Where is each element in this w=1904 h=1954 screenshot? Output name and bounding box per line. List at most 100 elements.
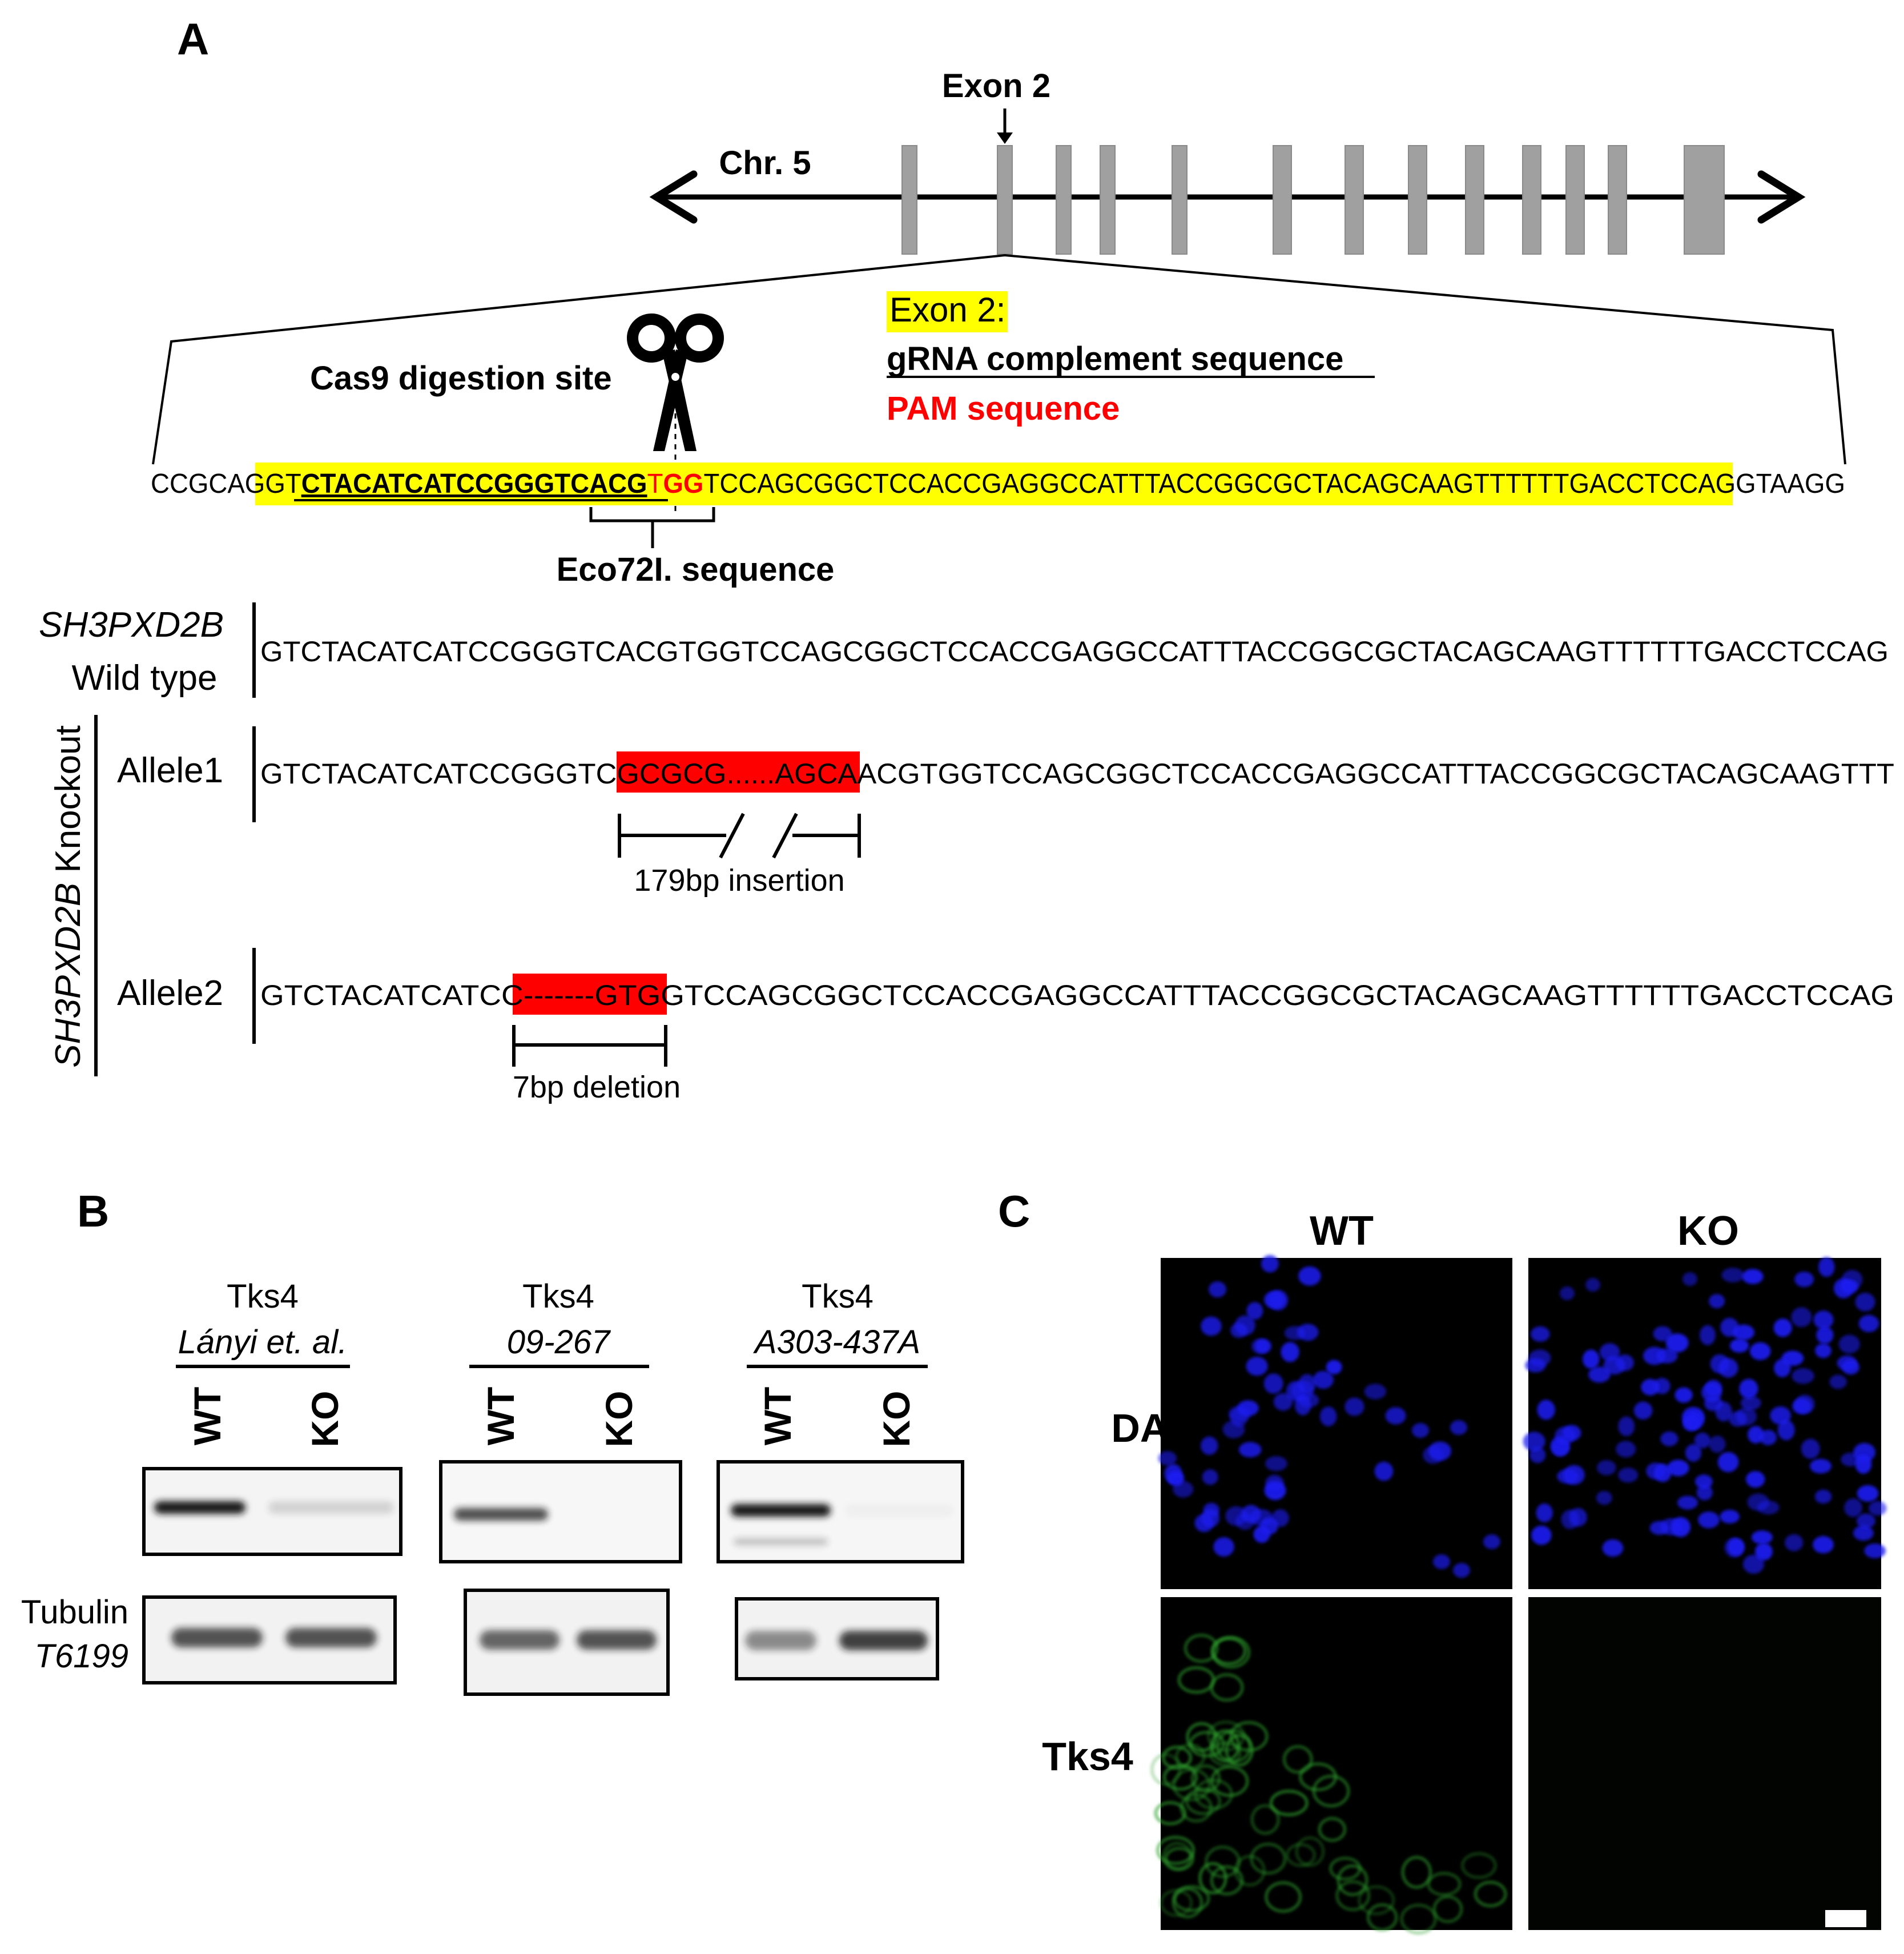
column-label-wt: WT bbox=[1310, 1208, 1374, 1254]
nucleus bbox=[1842, 1360, 1859, 1375]
nucleus bbox=[1326, 1360, 1342, 1374]
nucleus bbox=[1241, 1505, 1261, 1523]
cell-outline bbox=[1154, 1801, 1186, 1825]
nucleus bbox=[1263, 1373, 1283, 1394]
genomic-sequence: CCGCAGGTCTACATCATCCGGGTCACGTGGTCCAGCGGCT… bbox=[151, 469, 1845, 499]
western-blot-bands bbox=[154, 1501, 953, 1650]
blot2-tks4-band-wt bbox=[454, 1508, 548, 1521]
panel-b: B Tks4 Lányi et. al. WT KO Tks4 09-267 W… bbox=[21, 1186, 964, 1696]
nucleus bbox=[1202, 1469, 1218, 1485]
insertion-scale-bar bbox=[618, 813, 861, 859]
nucleus bbox=[1742, 1269, 1764, 1284]
nucleus bbox=[1810, 1458, 1831, 1474]
nucleus bbox=[1528, 1349, 1551, 1366]
cell-outline bbox=[1198, 1862, 1227, 1894]
nucleus bbox=[1209, 1281, 1226, 1298]
nucleus bbox=[1694, 1432, 1711, 1449]
knockout-gene: SH3PXD2B bbox=[49, 883, 88, 1068]
nucleus bbox=[1654, 1464, 1672, 1482]
nucleus bbox=[1701, 1383, 1722, 1402]
chromosome-arrow-right bbox=[1757, 170, 1806, 224]
exon-1 bbox=[901, 145, 917, 255]
nucleus bbox=[1264, 1291, 1284, 1309]
tubulin-label: Tubulin bbox=[21, 1594, 128, 1631]
exon2-highlight-bar bbox=[255, 463, 1733, 505]
nucleus bbox=[1855, 1454, 1872, 1474]
nucleus bbox=[1855, 1293, 1875, 1312]
nucleus bbox=[1815, 1343, 1831, 1358]
nucleus bbox=[1677, 1495, 1698, 1510]
nucleus bbox=[1785, 1534, 1804, 1551]
allele2-seq-post: GTGGTCCAGCGGCTCCACCGAGGCCATTTACCGGCGCTAC… bbox=[594, 979, 1894, 1011]
cell-outline bbox=[1283, 1745, 1313, 1774]
nucleus bbox=[1747, 1493, 1769, 1511]
nucleus bbox=[1813, 1310, 1834, 1329]
blot1-title: Tks4 bbox=[227, 1278, 299, 1315]
nucleus bbox=[1696, 1484, 1713, 1501]
cell-outline bbox=[1461, 1852, 1497, 1879]
nucleus bbox=[1200, 1436, 1218, 1455]
cell-outline bbox=[1427, 1872, 1461, 1896]
zoom-expansion-lines bbox=[152, 254, 1846, 465]
nucleus bbox=[1428, 1441, 1452, 1461]
blot1-antibody: Lányi et. al. bbox=[178, 1324, 348, 1361]
blot1-tubulin-band-wt bbox=[171, 1628, 263, 1647]
deletion-scale-bar bbox=[512, 1025, 667, 1067]
nucleus bbox=[1773, 1318, 1792, 1337]
nucleus bbox=[1801, 1438, 1820, 1459]
legend-exon2: Exon 2: bbox=[889, 291, 1005, 329]
cell-outline bbox=[1402, 1856, 1432, 1888]
nucleus bbox=[1585, 1278, 1600, 1292]
blot3-tks4-band-wt bbox=[731, 1504, 831, 1517]
nucleus bbox=[1853, 1525, 1874, 1541]
cell-outline bbox=[1191, 1764, 1221, 1792]
panel-a-label: A bbox=[177, 14, 209, 64]
blot2-tubulin-band-wt bbox=[480, 1630, 559, 1650]
panel-b-label: B bbox=[77, 1186, 109, 1236]
genomic-seq-pre: CCGCAG bbox=[151, 469, 265, 499]
blot3-title: Tks4 bbox=[802, 1278, 873, 1315]
nucleus bbox=[1700, 1325, 1716, 1345]
blot3-secondary-band-wt bbox=[734, 1538, 828, 1545]
nucleus bbox=[1588, 1366, 1611, 1383]
insertion-label: 179bp insertion bbox=[634, 863, 844, 898]
nucleus bbox=[1653, 1326, 1672, 1341]
cell-outline bbox=[1265, 1881, 1302, 1913]
exon-8 bbox=[1408, 145, 1427, 255]
nucleus bbox=[1531, 1525, 1552, 1545]
wild-type-label: Wild type bbox=[72, 658, 218, 698]
legend-grna: gRNA complement sequence bbox=[887, 340, 1343, 377]
nucleus bbox=[1246, 1302, 1263, 1320]
nucleus bbox=[1450, 1420, 1467, 1435]
genomic-seq-pam-gg: GG bbox=[663, 469, 703, 499]
nucleus bbox=[1665, 1333, 1689, 1353]
nucleus bbox=[1717, 1452, 1739, 1473]
nucleus bbox=[1682, 1417, 1700, 1431]
exon2-pointer-arrowhead bbox=[997, 132, 1013, 144]
nucleus bbox=[1742, 1554, 1765, 1574]
blot3-tks4-band-ko bbox=[845, 1504, 953, 1517]
cell-outline bbox=[1186, 1722, 1217, 1752]
cell-outline bbox=[1184, 1634, 1218, 1663]
nucleus bbox=[1649, 1521, 1669, 1535]
nucleus bbox=[1749, 1342, 1771, 1360]
genomic-seq-grna: CTACATCATCCGGGTCACG bbox=[301, 469, 647, 499]
nucleus bbox=[1685, 1444, 1702, 1462]
nucleus bbox=[1319, 1406, 1337, 1426]
nucleus bbox=[1670, 1517, 1691, 1537]
nucleus bbox=[1563, 1465, 1585, 1485]
nucleus bbox=[1641, 1378, 1660, 1396]
row-label-tks4: Tks4 bbox=[1042, 1734, 1133, 1779]
nucleus bbox=[1858, 1314, 1879, 1332]
genomic-seq-post: GTAAGG bbox=[1736, 469, 1845, 499]
nucleus bbox=[1751, 1530, 1773, 1545]
nucleus bbox=[1213, 1537, 1234, 1557]
nucleus bbox=[1720, 1317, 1739, 1337]
nucleus bbox=[1844, 1498, 1862, 1517]
cell-outline bbox=[1329, 1857, 1361, 1880]
blot2-lane-ko: KO bbox=[598, 1391, 640, 1448]
allele1-seq-insertion: GCGCG......AGCA bbox=[617, 758, 858, 790]
scale-bar bbox=[1825, 1910, 1866, 1927]
nucleus bbox=[1868, 1501, 1887, 1516]
